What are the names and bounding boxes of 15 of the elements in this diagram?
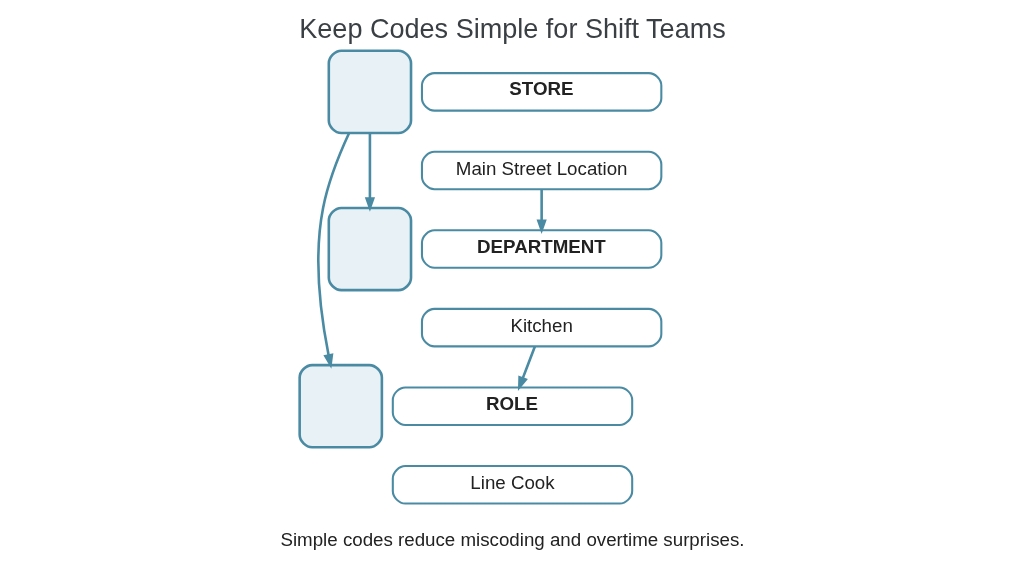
node-box: DEPARTMENT xyxy=(420,229,662,269)
node-box xyxy=(297,363,383,449)
arrow xyxy=(364,133,375,212)
node-box: Line Cook xyxy=(391,465,633,505)
node-box: ROLE xyxy=(391,386,633,426)
caption: Simple codes reduce miscoding and overtime surprises. xyxy=(279,528,745,550)
node-box: Kitchen xyxy=(420,307,662,348)
diagram-title: Keep Codes Simple for Shift Teams xyxy=(298,14,726,45)
node-box xyxy=(327,206,412,292)
arrow xyxy=(316,132,350,369)
arrow xyxy=(536,189,547,235)
node-box: STORE xyxy=(420,72,662,112)
arrow xyxy=(517,345,536,391)
node-box: Main Street Location xyxy=(420,150,662,191)
node-box xyxy=(327,49,412,135)
